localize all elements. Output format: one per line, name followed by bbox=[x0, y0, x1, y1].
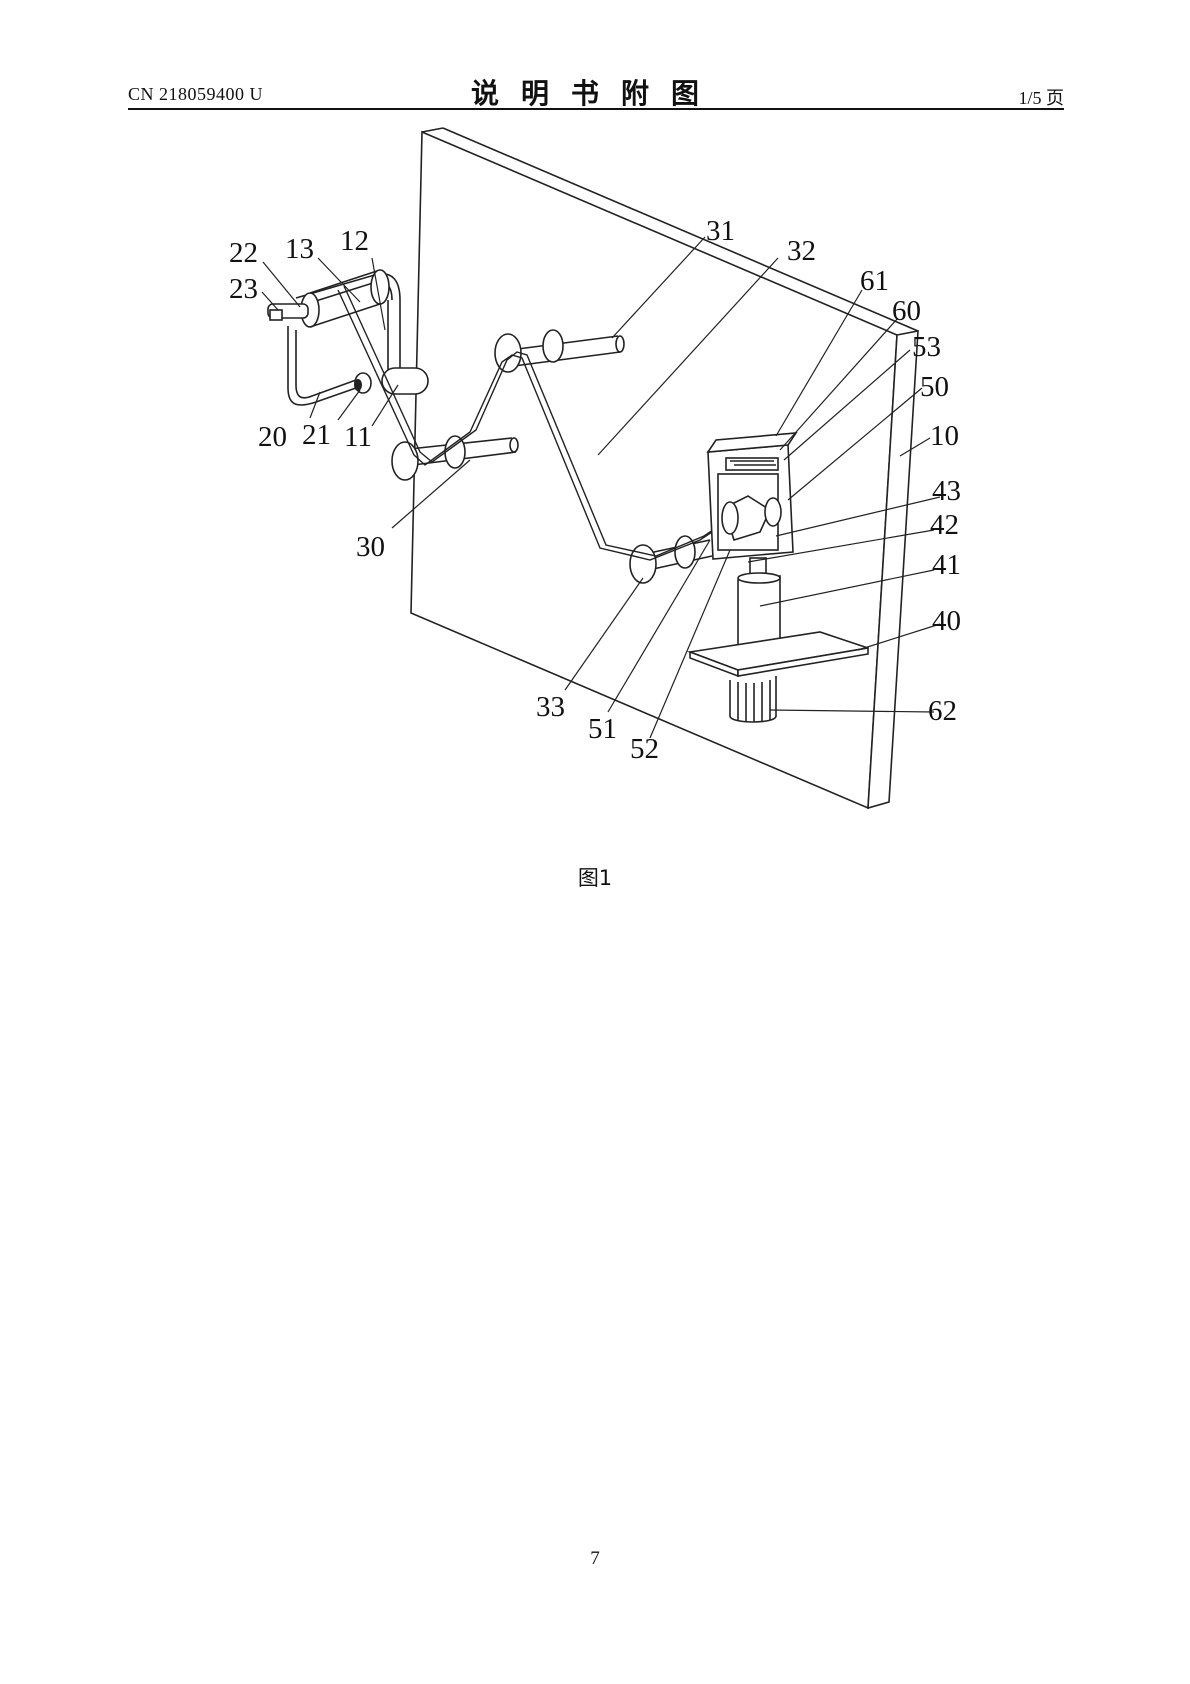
label-53: 53 bbox=[912, 331, 941, 363]
label-33: 33 bbox=[536, 691, 565, 723]
label-13: 13 bbox=[285, 233, 314, 265]
label-22: 22 bbox=[229, 237, 258, 269]
bracket-assembly bbox=[267, 269, 429, 406]
page-title: 说明书附图 bbox=[470, 77, 721, 110]
motor bbox=[729, 676, 777, 723]
reference-labels: 22 13 12 23 31 32 61 60 53 50 10 20 21 1… bbox=[229, 215, 961, 765]
label-52: 52 bbox=[630, 733, 659, 765]
label-10: 10 bbox=[930, 420, 959, 452]
wire-path bbox=[337, 285, 735, 561]
label-11: 11 bbox=[344, 421, 372, 453]
label-61: 61 bbox=[860, 265, 889, 297]
publication-number: CN 218059400 U bbox=[128, 84, 264, 104]
label-12: 12 bbox=[340, 225, 369, 257]
leader-lines bbox=[261, 236, 941, 739]
support-plate bbox=[686, 631, 869, 678]
label-42: 42 bbox=[930, 509, 959, 541]
figure-caption: 图1 bbox=[577, 866, 613, 890]
label-62: 62 bbox=[928, 695, 957, 727]
page-number: 7 bbox=[590, 1548, 600, 1569]
label-21: 21 bbox=[302, 419, 331, 451]
page-header: CN 218059400 U 说明书附图 1/5 页 bbox=[128, 72, 1064, 112]
label-31: 31 bbox=[706, 215, 735, 247]
label-23: 23 bbox=[229, 273, 258, 305]
page-info: 1/5 页 bbox=[1018, 88, 1064, 108]
label-41: 41 bbox=[932, 549, 961, 581]
header-rule bbox=[128, 108, 1064, 110]
label-43: 43 bbox=[932, 475, 961, 507]
mount-box bbox=[706, 432, 798, 560]
label-40: 40 bbox=[932, 605, 961, 637]
label-30: 30 bbox=[356, 531, 385, 563]
label-51: 51 bbox=[588, 713, 617, 745]
label-20: 20 bbox=[258, 421, 287, 453]
label-50: 50 bbox=[920, 371, 949, 403]
wall-panel bbox=[410, 127, 919, 810]
guide-shaft-31 bbox=[494, 329, 625, 373]
label-32: 32 bbox=[787, 235, 816, 267]
label-60: 60 bbox=[892, 295, 921, 327]
